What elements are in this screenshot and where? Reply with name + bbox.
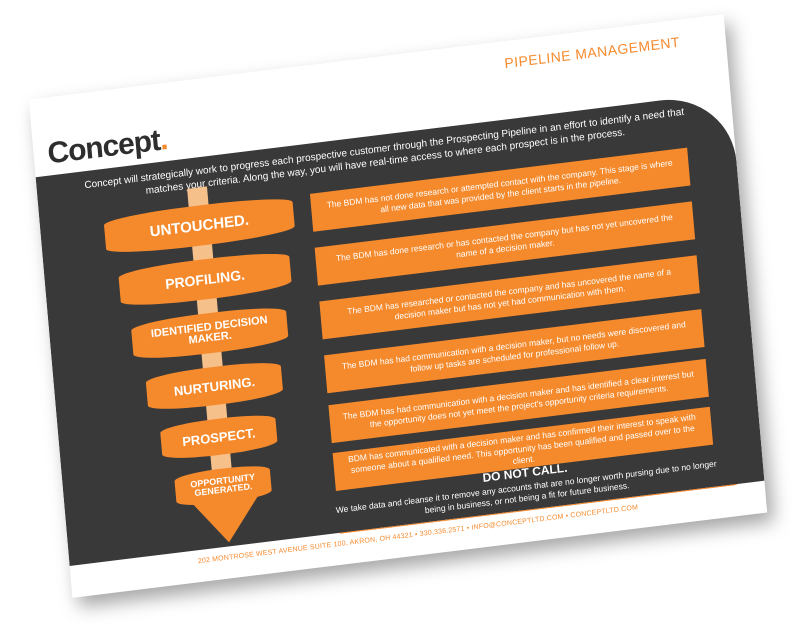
- pipeline-sheet: PIPELINE MANAGEMENT Concept. Concept wil…: [29, 14, 767, 598]
- logo-dot: .: [158, 123, 168, 157]
- page-title: PIPELINE MANAGEMENT: [504, 34, 681, 71]
